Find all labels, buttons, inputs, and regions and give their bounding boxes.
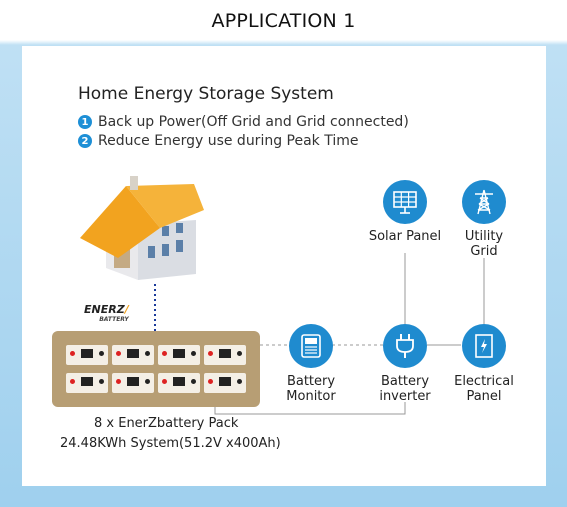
house-chimney [130, 176, 138, 190]
battery-cell [112, 373, 154, 393]
battery-pack-count: 8 x EnerZbattery Pack [94, 416, 239, 431]
solar-panel-icon [393, 191, 417, 214]
electrical-panel-label-line1: Electrical [454, 374, 514, 389]
house-window [162, 226, 169, 236]
plug-icon [396, 334, 414, 358]
system-title: Home Energy Storage System [78, 84, 334, 104]
feature-text-1: Back up Power(Off Grid and Grid connecte… [98, 114, 409, 130]
utility-grid-label: Utility Grid [444, 229, 524, 259]
house-illustration [80, 176, 204, 280]
feature-text-2: Reduce Energy use during Peak Time [98, 133, 359, 149]
enerz-logo: ENERZ/ BATTERY [84, 303, 129, 323]
electrical-panel-icon [475, 334, 493, 358]
battery-monitor-label: Battery Monitor [271, 374, 351, 404]
battery-to-inverter-line [214, 402, 406, 415]
battery-cell [66, 345, 108, 365]
house-roof-side [126, 184, 204, 228]
electrical-panel-node [462, 324, 506, 368]
battery-monitor-node [289, 324, 333, 368]
house-roof-front [80, 186, 160, 258]
feature-point-1: 1 Back up Power(Off Grid and Grid connec… [78, 114, 409, 130]
battery-monitor-icon [301, 334, 321, 358]
battery-inverter-label-line2: inverter [379, 389, 431, 404]
battery-cell [204, 345, 246, 365]
utility-grid-node [462, 180, 506, 224]
battery-cell [66, 373, 108, 393]
battery-inverter-label: Battery inverter [365, 374, 445, 404]
battery-cell [112, 345, 154, 365]
utility-grid-label-line1: Utility [464, 229, 504, 244]
battery-monitor-label-line1: Battery [286, 374, 336, 389]
electrical-panel-label: Electrical Panel [439, 374, 529, 404]
battery-pack-box [52, 331, 260, 407]
logo-text: ENERZ [84, 303, 125, 316]
house-window [148, 246, 155, 258]
solar-panel-label: Solar Panel [368, 229, 442, 244]
battery-inverter-label-line1: Battery [380, 374, 430, 389]
house-window [176, 240, 183, 252]
battery-monitor-label-line2: Monitor [286, 389, 336, 404]
battery-pack-spec: 24.48KWh System(51.2V x400Ah) [60, 436, 281, 451]
page-title: APPLICATION 1 [211, 10, 356, 32]
utility-grid-label-line2: Grid [470, 244, 498, 259]
house-window [176, 223, 183, 233]
number-badge-1: 1 [78, 115, 92, 129]
battery-cell [204, 373, 246, 393]
battery-cell [158, 373, 200, 393]
battery-inverter-node [383, 324, 427, 368]
logo-subtext: BATTERY [99, 316, 129, 323]
electrical-panel-label-line2: Panel [466, 389, 502, 404]
number-badge-2: 2 [78, 134, 92, 148]
solar-panel-node [383, 180, 427, 224]
feature-point-2: 2 Reduce Energy use during Peak Time [78, 133, 359, 149]
battery-cell [158, 345, 200, 365]
power-tower-icon [475, 189, 493, 215]
house-window [162, 244, 169, 256]
